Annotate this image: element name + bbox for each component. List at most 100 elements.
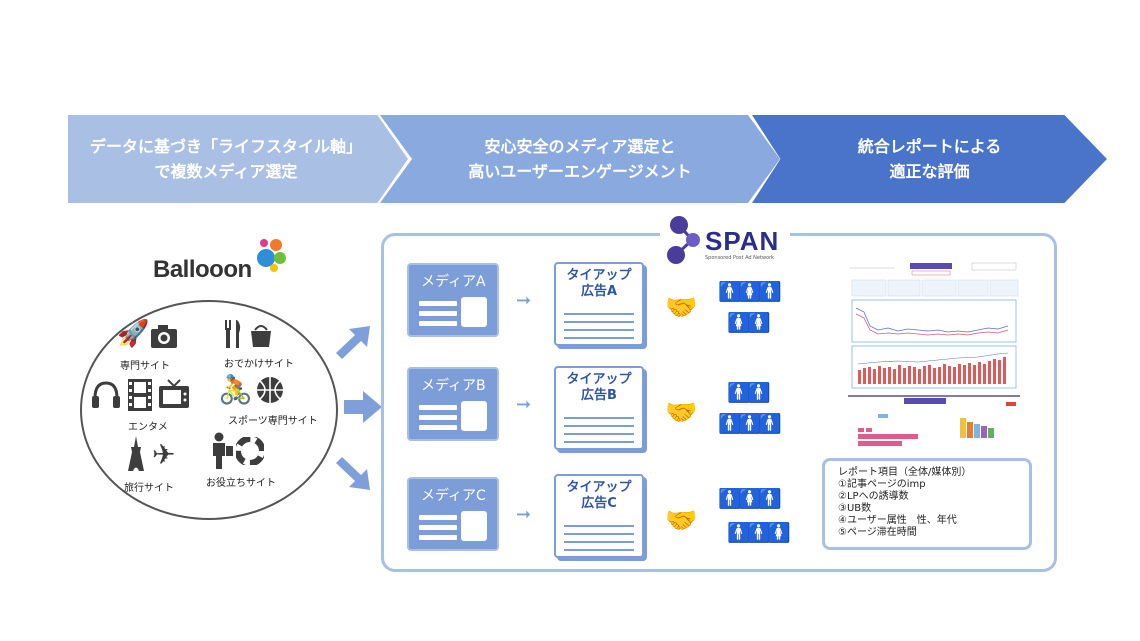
tieup-ad-c-card: タイアップ 広告C <box>554 474 644 558</box>
media-a-label: メディアA <box>421 274 486 290</box>
tieup-ad-c-label: タイアップ 広告C <box>566 480 632 511</box>
airplane-icon: ✈ <box>152 438 176 471</box>
report-thumbnail <box>848 258 1020 458</box>
category-sports: スポーツ専門サイト <box>228 416 318 427</box>
person-male-icon: 🚹 <box>747 522 771 544</box>
tv-icon <box>159 379 189 408</box>
lifebuoy-icon <box>236 437 264 465</box>
tieup-ad-b-card: タイアップ 広告B <box>554 366 644 450</box>
cutlery-icon <box>225 320 241 348</box>
arrow-right-small-icon: ➞ <box>516 504 532 525</box>
tieup-text-line <box>564 425 634 427</box>
category-useful: お役立ちサイト <box>206 478 276 489</box>
step1-chevron: データに基づき「ライフスタイル軸」 で複数メディア選定 <box>68 115 408 203</box>
tieup-text-line <box>564 525 634 527</box>
media-image-placeholder <box>461 297 487 327</box>
media-text-line <box>419 405 457 410</box>
report-item: ①記事ページのimp <box>838 479 926 490</box>
balloon-logo-icon <box>257 239 286 272</box>
report-item: ②LPへの誘導数 <box>838 491 909 502</box>
step3-label: 統合レポートによる 適正な評価 <box>857 137 1002 181</box>
handshake-icon: 🤝 <box>665 506 698 536</box>
arrow-up-right-icon <box>336 326 370 359</box>
media-text-line <box>419 425 457 430</box>
media-text-line <box>419 525 457 530</box>
span-logo-icon <box>667 216 700 264</box>
tieup-ad-b-label: タイアップ 広告B <box>566 372 632 403</box>
person-male-icon: 🚹 <box>718 488 742 510</box>
tieup-ad-a-card: タイアップ 広告A <box>554 262 644 346</box>
bag-icon <box>251 325 271 347</box>
ballooon-logo: Ballooon <box>153 256 252 283</box>
tieup-ad-a-label: タイアップ 広告A <box>566 268 632 299</box>
person-male-icon: 🚹 <box>727 382 751 404</box>
media-image-placeholder <box>461 511 487 541</box>
person-female-icon: 🚺 <box>727 312 751 334</box>
media-text-line <box>419 311 457 316</box>
step2-chevron: 安心安全のメディア選定と 高いユーザーエンゲージメント <box>380 115 780 203</box>
arrow-right-small-icon: ➞ <box>516 290 532 311</box>
tieup-text-line <box>564 541 634 543</box>
media-b-card: メディアB <box>407 367 499 441</box>
person-male-icon: 🚹 <box>758 413 782 435</box>
person-icon <box>213 432 233 469</box>
category-entertainment: エンタメ <box>128 422 168 433</box>
person-male-icon: 🚹 <box>747 382 771 404</box>
media-text-line <box>419 515 457 520</box>
handshake-icon: 🤝 <box>665 293 698 323</box>
handshake-icon: 🤝 <box>665 398 698 428</box>
media-c-label: メディアC <box>421 488 486 504</box>
media-b-label: メディアB <box>421 378 486 394</box>
tieup-text-line <box>564 533 634 535</box>
media-text-line <box>419 321 457 326</box>
arrow-right-icon <box>344 391 382 423</box>
basketball-icon <box>257 377 283 403</box>
cyclist-icon: 🚴 <box>218 373 253 406</box>
tieup-text-line <box>564 321 634 323</box>
headphones-icon <box>92 381 120 408</box>
arrow-down-right-icon <box>336 457 370 490</box>
tieup-text-line <box>564 433 634 435</box>
step3-chevron: 統合レポートによる 適正な評価 <box>752 115 1107 203</box>
eiffel-tower-icon <box>128 436 144 471</box>
report-item: ③UB数 <box>838 503 872 514</box>
tieup-text-line <box>564 441 634 443</box>
tieup-text-line <box>564 417 634 419</box>
step1-label: データに基づき「ライフスタイル軸」 で複数メディア選定 <box>89 137 362 181</box>
report-item: ④ユーザー属性 性、年代 <box>838 515 957 526</box>
camera-icon <box>151 325 177 348</box>
step2-label: 安心安全のメディア選定と 高いユーザーエンゲージメント <box>468 137 692 181</box>
person-male-icon: 🚹 <box>758 488 782 510</box>
media-text-line <box>419 535 457 540</box>
arrow-right-small-icon: ➞ <box>516 394 532 415</box>
rocket-icon: 🚀 <box>117 319 150 349</box>
person-female-icon: 🚺 <box>738 488 762 510</box>
report-item: ⑤ページ滞在時間 <box>838 527 917 538</box>
person-female-icon: 🚺 <box>767 522 791 544</box>
tieup-text-line <box>564 549 634 551</box>
category-specialty: 専門サイト <box>120 361 170 372</box>
tieup-text-line <box>564 329 634 331</box>
person-male-icon: 🚹 <box>758 281 782 303</box>
media-category-ellipse <box>80 300 338 520</box>
person-female-icon: 🚺 <box>747 312 771 334</box>
category-travel: 旅行サイト <box>124 483 174 494</box>
person-male-icon: 🚹 <box>718 281 742 303</box>
media-image-placeholder <box>461 401 487 431</box>
media-a-card: メディアA <box>407 263 499 337</box>
person-male-icon: 🚹 <box>718 413 742 435</box>
report-items-header: レポート項目（全体/媒体別） <box>838 467 972 478</box>
span-tagline: Sponsored Post Ad Network <box>705 255 775 261</box>
person-male-icon: 🚹 <box>727 522 751 544</box>
person-male-icon: 🚹 <box>738 413 762 435</box>
film-icon <box>128 379 152 411</box>
report-items-box: レポート項目（全体/媒体別） ①記事ページのimp ②LPへの誘導数 ③UB数 … <box>822 458 1032 550</box>
media-text-line <box>419 301 457 306</box>
media-text-line <box>419 415 457 420</box>
tieup-text-line <box>564 313 634 315</box>
tieup-text-line <box>564 337 634 339</box>
media-c-card: メディアC <box>407 477 499 551</box>
category-outing: おでかけサイト <box>224 359 294 370</box>
person-female-icon: 🚺 <box>738 281 762 303</box>
span-logo-text: SPAN <box>705 226 780 256</box>
